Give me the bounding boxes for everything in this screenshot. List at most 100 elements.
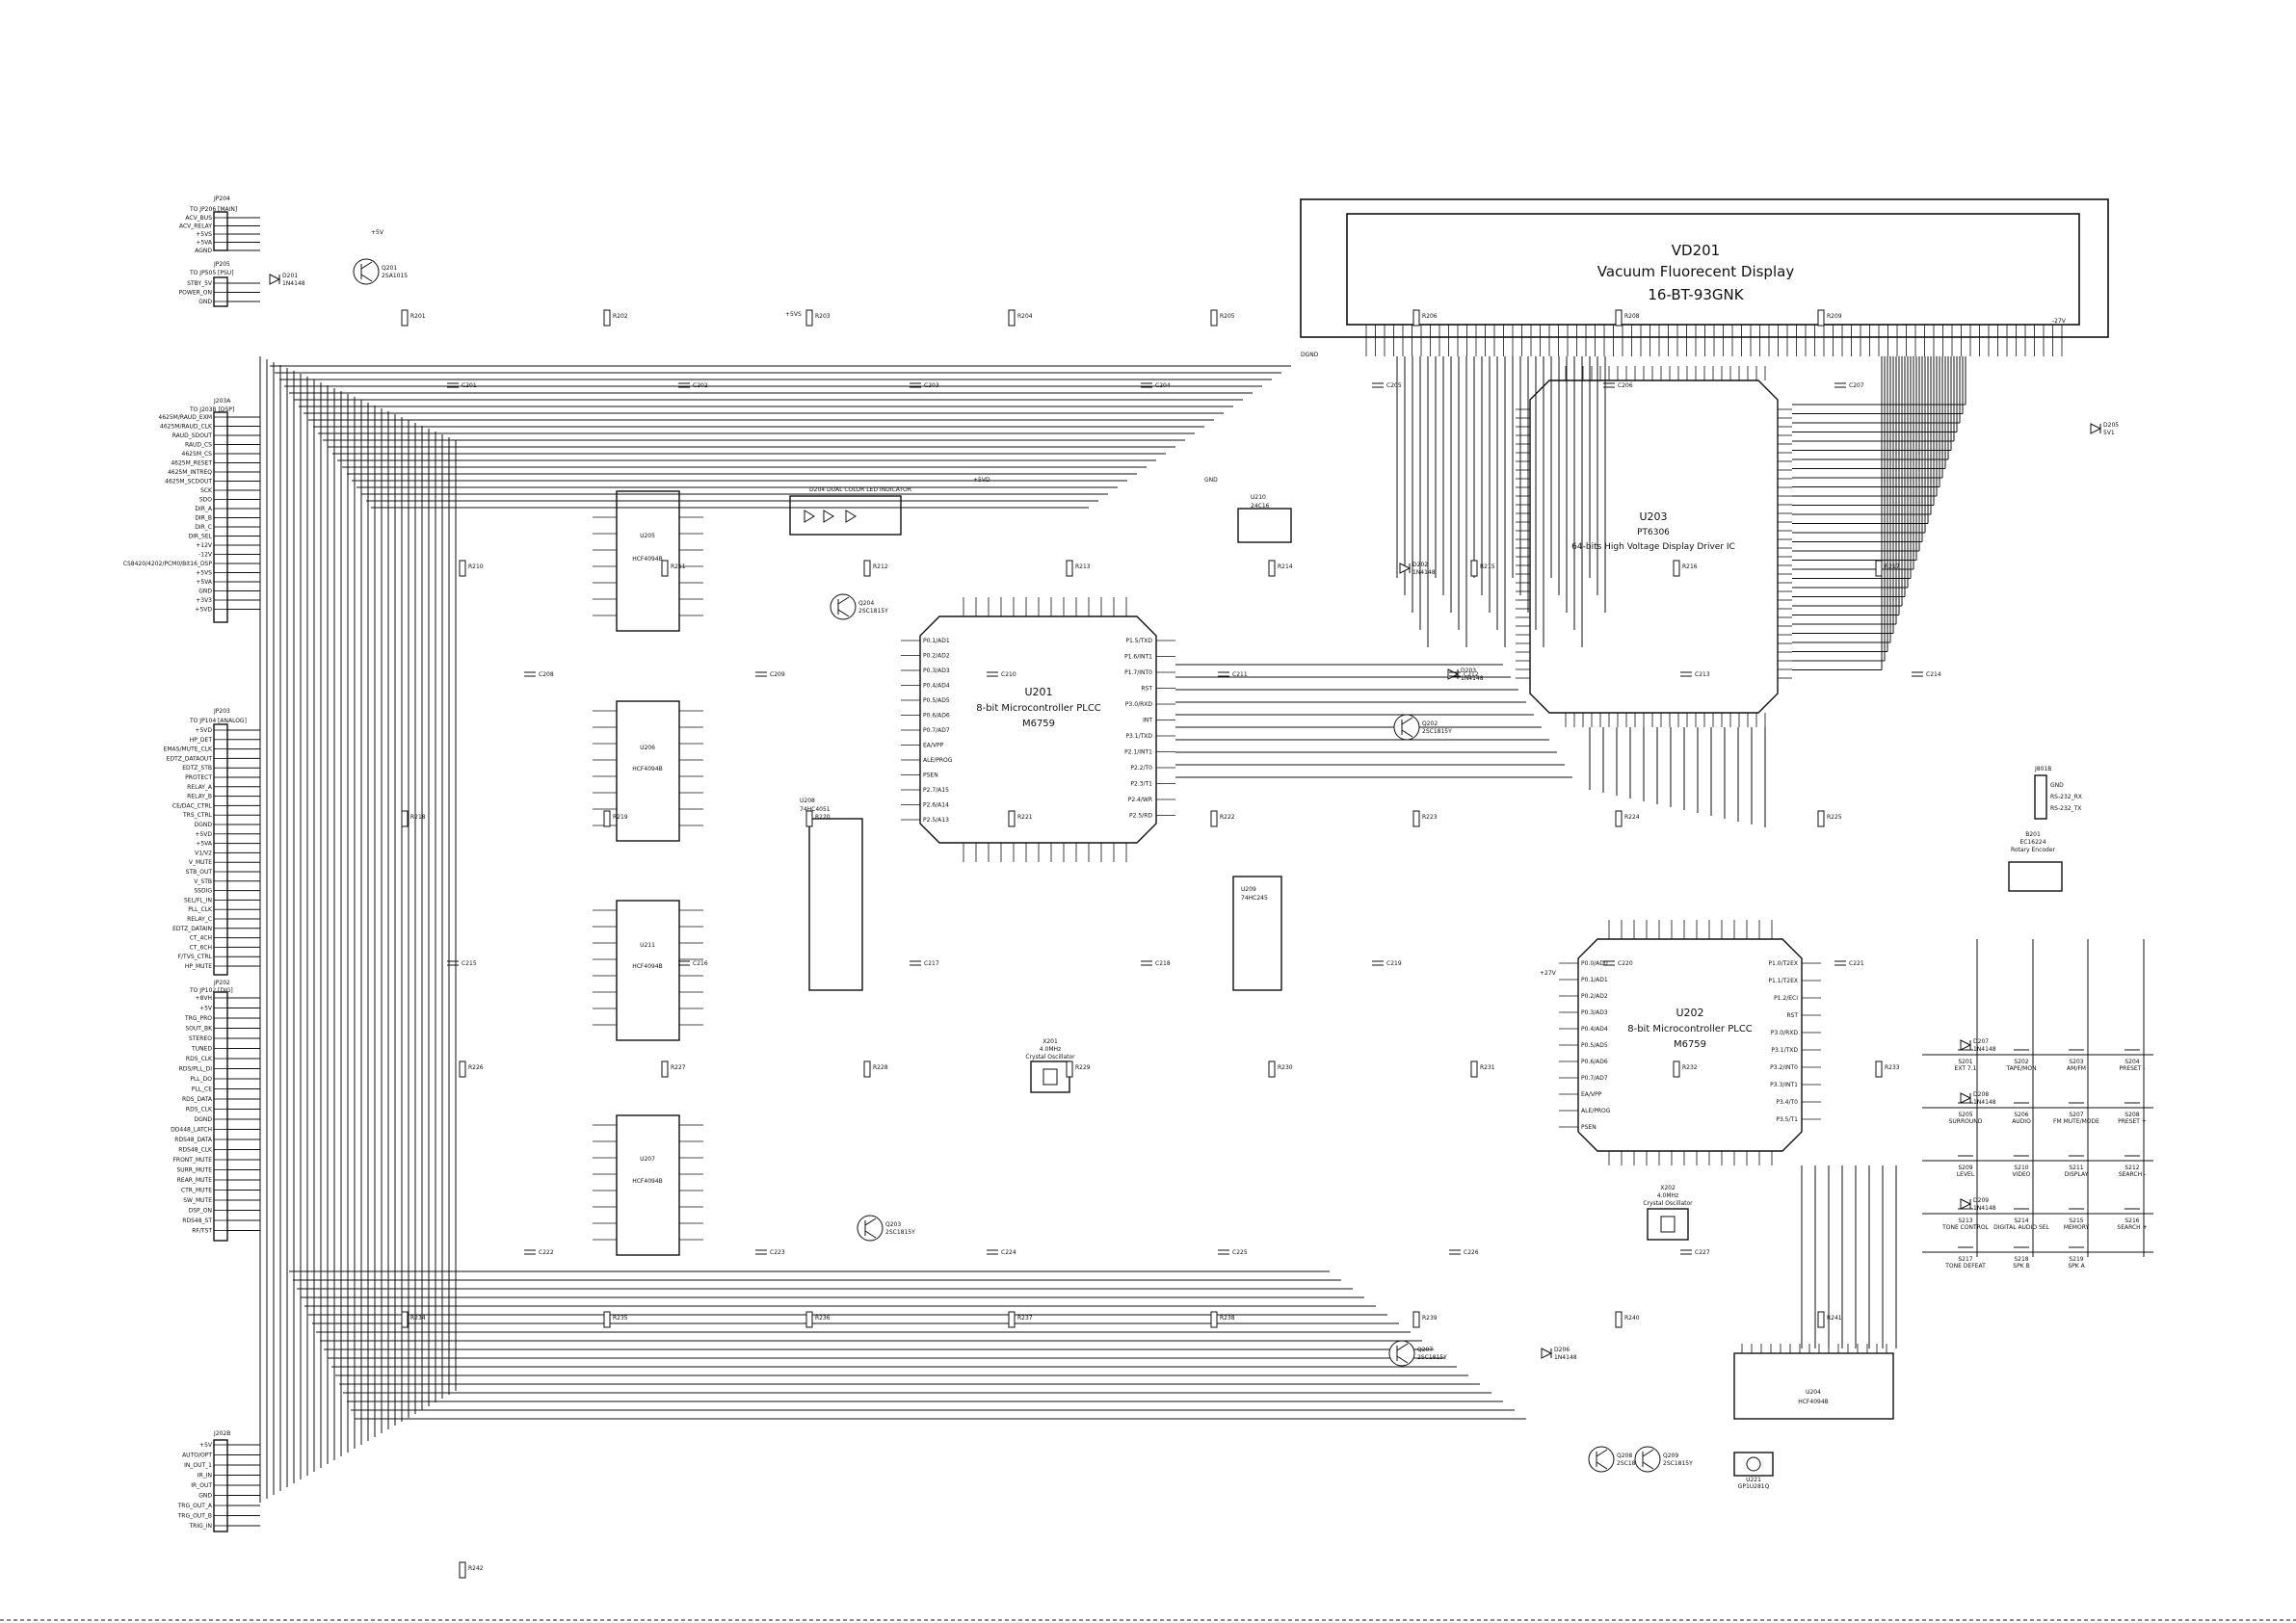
led-indicator: D204 DUAL COLOR LED INDICATOR (789, 486, 911, 536)
u201-pin-label: P2.2/T0 (1130, 765, 1152, 772)
vfd-pins (1365, 325, 2063, 356)
jp203-pin: EDTZ_STB (182, 765, 212, 772)
key-ref: S207 (2069, 1112, 2083, 1118)
shift-register-u207: U207 HCF4094B (616, 1114, 680, 1256)
resistor-body (1268, 1060, 1276, 1078)
resistor-body (1066, 560, 1073, 577)
transistor-collector (360, 261, 373, 270)
resistor: R221 (1008, 810, 1033, 827)
resistor-ref: R222 (1220, 814, 1235, 821)
u210-part: 24C16 (1251, 503, 1270, 510)
shift-register-u205: U205 HCF4094B (616, 490, 680, 632)
vfd-display: VD201 Vacuum Fluorecent Display 16-BT-93… (1300, 198, 2109, 356)
u202-pin-label: P3.0/RXD (1771, 1030, 1798, 1036)
encoder-desc: Rotary Encoder (2011, 847, 2056, 853)
resistor-body (1470, 560, 1478, 577)
jp203-pin: +5VA (196, 841, 213, 848)
resistor-ref: R232 (1682, 1064, 1698, 1071)
u206-ref: U206 (640, 745, 655, 751)
led-desc: DUAL COLOR LED INDICATOR (827, 486, 911, 493)
j202b-pin: TRIG_IN (188, 1523, 212, 1530)
u202-pin-label: RST (1786, 1012, 1798, 1019)
transistor-part: 2SA1015 (382, 273, 408, 279)
resistor-ref: R242 (468, 1565, 484, 1572)
resistor: R241 (1817, 1311, 1842, 1328)
diode-part: 1N4148 (1973, 1099, 1996, 1106)
key-label: PRESET - (2120, 1065, 2146, 1072)
u201-pin-label: P3.0/RXD (1125, 701, 1152, 708)
resistor-ref: R216 (1682, 563, 1698, 570)
resistor-ref: R239 (1422, 1315, 1438, 1322)
diode-ref: D207 (1973, 1038, 1989, 1045)
resistor-ref: R234 (410, 1315, 426, 1322)
resistor-body (805, 810, 813, 827)
resistor-body (805, 309, 813, 327)
u202-pin-label: EA/VPP (1581, 1091, 1602, 1098)
wire-bundles (259, 356, 1966, 1503)
u201-desc: 8-bit Microcontroller PLCC (976, 703, 1101, 714)
resistor: R238 (1210, 1311, 1235, 1328)
mux-u208: U208 74HC4051 (800, 798, 863, 991)
resistor-body (1066, 1060, 1073, 1078)
x201-freq: 4.0MHz (1040, 1046, 1061, 1053)
jp203-pin: EDTZ_DATAIN (172, 926, 212, 932)
transistor-emitter (1401, 729, 1413, 738)
transistor-collector (1401, 717, 1413, 725)
j203a-pin: GND (198, 589, 212, 595)
j203a-pin: CS8420/4202/PCM0/Bit16_DSP (123, 561, 213, 567)
u201-pin-label: P0.2/AD2 (923, 653, 950, 660)
capacitor: C215 (447, 960, 477, 967)
j203a-pin: +5VA (196, 579, 213, 586)
key-label: MEMORY (2064, 1224, 2090, 1231)
u201-part: M6759 (1022, 719, 1055, 729)
resistor-ref: R224 (1624, 814, 1640, 821)
shift-register-u206: U206 HCF4094B (616, 700, 680, 842)
capacitor: C205 (1372, 382, 1402, 389)
resistor: R224 (1615, 810, 1640, 827)
jp203-pin: RELAY_A (187, 784, 213, 791)
resistor-body (459, 560, 466, 577)
resistor-body (603, 309, 611, 327)
j202b-pin: TRG_OUT_A (177, 1503, 213, 1509)
transistor-part: 2SC1815Y (858, 608, 888, 615)
capacitor-ref: C219 (1386, 960, 1402, 967)
u201-pin-label: PSEN (923, 772, 938, 779)
resistor-ref: R240 (1624, 1315, 1640, 1322)
shift-register-u211: U211 HCF4094B (616, 900, 680, 1041)
u211-ref: U211 (640, 942, 655, 949)
resistor-ref: R237 (1017, 1315, 1033, 1322)
u211-part: HCF4094B (632, 963, 663, 970)
u203-ref: U203 (1639, 510, 1667, 523)
resistor-ref: R219 (613, 814, 628, 821)
resistor-ref: R217 (1885, 563, 1900, 570)
resistor: R213 (1066, 560, 1091, 577)
capacitor-ref: C213 (1695, 671, 1710, 678)
encoder-part: EC16224 (2019, 839, 2045, 846)
j202b-pin: IR_OUT (191, 1482, 212, 1489)
jp202-pin: TRG_PRO (184, 1015, 212, 1022)
resistor-body (459, 1060, 466, 1078)
capacitor: C221 (1834, 960, 1864, 967)
resistor-body (459, 1561, 466, 1579)
capacitor: C204 (1141, 382, 1171, 389)
key-label: DISPLAY (2065, 1171, 2089, 1178)
key-ref: S210 (2014, 1165, 2028, 1171)
key-ref: S216 (2124, 1217, 2139, 1224)
resistor: R222 (1210, 810, 1235, 827)
u202-pin-label: P1.2/ECI (1774, 995, 1798, 1002)
capacitor-ref: C221 (1849, 960, 1864, 967)
diode-part: 1N4148 (1973, 1205, 1996, 1212)
ir-ref: U221 (1746, 1477, 1761, 1483)
u202-pin-label: P0.4/AD4 (1581, 1026, 1608, 1033)
resistor: R229 (1066, 1060, 1091, 1078)
key-ref: S206 (2014, 1112, 2028, 1118)
resistor-ref: R225 (1827, 814, 1842, 821)
resistor: R212 (863, 560, 888, 577)
jp202-pin: +5V (199, 1006, 213, 1012)
encoder-ref: B201 (2025, 831, 2041, 838)
